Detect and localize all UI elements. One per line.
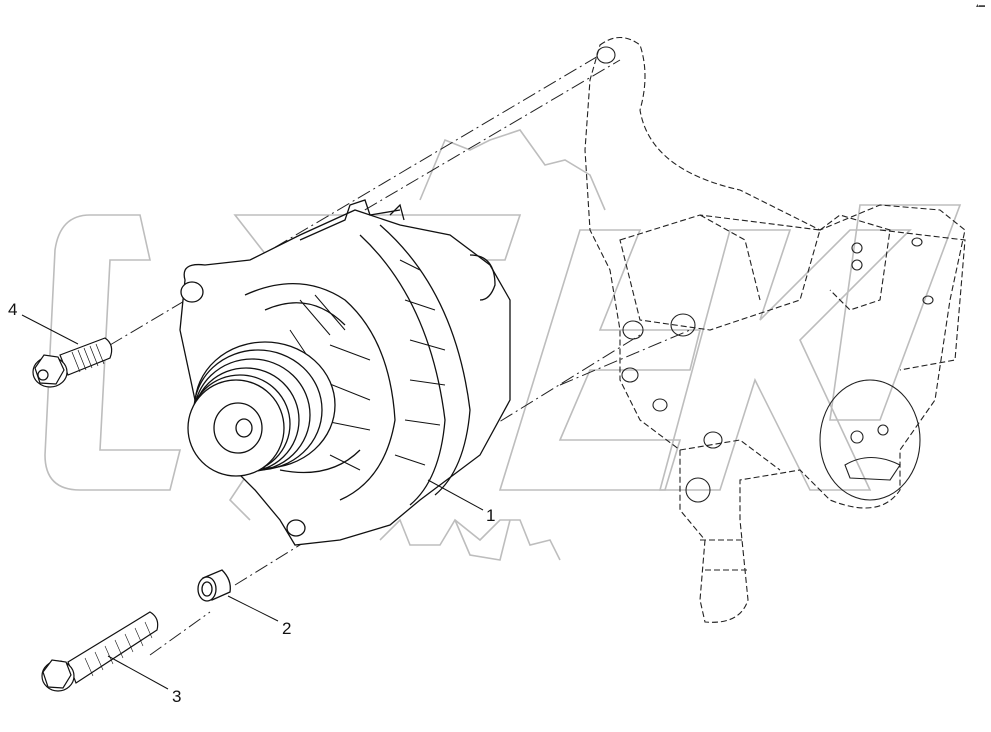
- mount-ear-hole: [180, 281, 204, 303]
- short-bolt[interactable]: [32, 337, 113, 388]
- callout-1[interactable]: 1: [486, 506, 496, 525]
- watermark-gear-icon: [228, 129, 606, 561]
- bushing[interactable]: [197, 569, 231, 602]
- mount-ear-hole-lower: [286, 519, 306, 537]
- watermark: [44, 129, 962, 561]
- leader-lines: [21, 314, 484, 690]
- leader-line-1: [427, 479, 484, 511]
- long-bolt[interactable]: [41, 611, 159, 692]
- leader-line-3: [107, 655, 169, 690]
- leader-line-4: [21, 314, 79, 345]
- callout-3[interactable]: 3: [172, 687, 182, 706]
- mounting-bracket: [584, 36, 966, 623]
- corner-logo-icon: ▴▬: [975, 3, 985, 9]
- bracket-holes: [596, 46, 934, 503]
- callout-4[interactable]: 4: [8, 300, 18, 319]
- alternator[interactable]: [179, 199, 511, 546]
- pulley: [187, 341, 336, 477]
- leader-line-2: [227, 595, 279, 622]
- callout-2[interactable]: 2: [282, 619, 292, 638]
